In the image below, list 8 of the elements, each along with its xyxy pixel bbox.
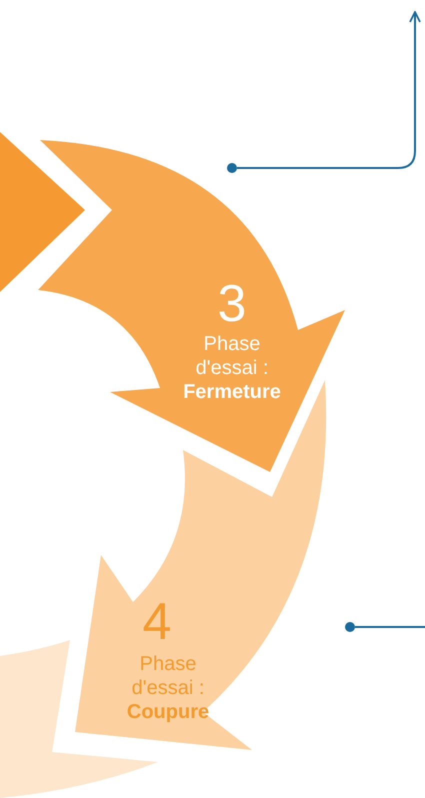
- step-label: Phase d'essai : Coupure: [126, 652, 210, 724]
- step-label: Phase d'essai : Fermeture: [182, 332, 282, 404]
- step-number: 4: [142, 596, 172, 648]
- arrow: [237, 11, 421, 169]
- connector-dot: [345, 622, 355, 632]
- connector-dot: [227, 163, 237, 173]
- step-number: 3: [216, 278, 248, 330]
- connector-line: [355, 626, 425, 628]
